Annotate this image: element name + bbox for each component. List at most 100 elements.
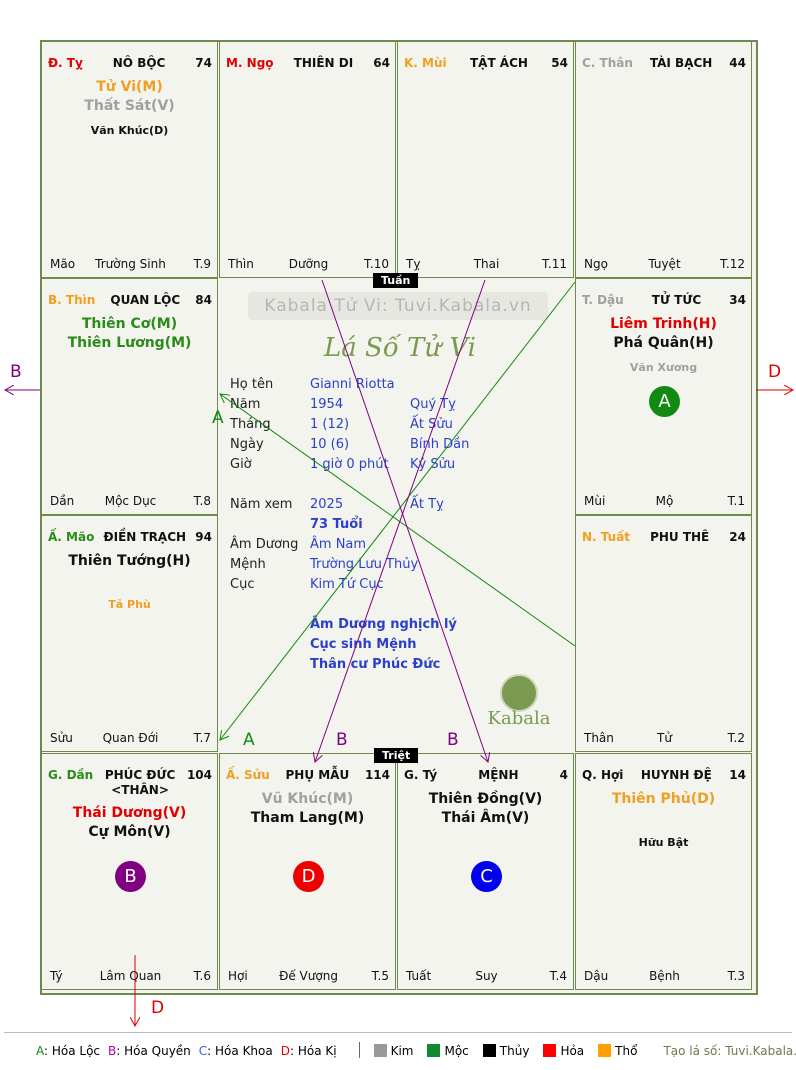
transform-badge: B xyxy=(115,861,146,892)
hoa-loc-arrow-2 xyxy=(220,394,576,647)
info-label: Mệnh xyxy=(230,557,266,572)
arrow-label-d-bottom: D xyxy=(151,998,165,1018)
transform-badge: A xyxy=(649,386,680,417)
info-value: 2025 xyxy=(310,497,344,512)
main-stars: Thiên Đồng(V)Thái Âm(V) xyxy=(398,790,573,828)
heavenly-stem: N. Tuất xyxy=(582,530,631,544)
footer-month: T.1 xyxy=(727,494,745,508)
footer-branch: Ngọ xyxy=(584,257,608,271)
palace-name: TÀI BẠCH xyxy=(649,56,713,70)
info-canchi: Quý Tỵ xyxy=(410,397,456,412)
footer-month: T.12 xyxy=(720,257,745,271)
arrow-label-b-left: B xyxy=(10,362,22,382)
footer-cycle: Thai xyxy=(473,257,500,271)
footer-branch: Tuất xyxy=(406,969,432,983)
heavenly-stem: T. Dậu xyxy=(582,293,624,307)
main-stars: Liêm Trinh(H)Phá Quân(H) xyxy=(576,315,751,353)
heavenly-stem: M. Ngọ xyxy=(226,56,274,70)
heavenly-stem: Đ. Tỵ xyxy=(48,56,83,70)
main-star: Thất Sát(V) xyxy=(84,98,175,114)
footer-month: T.5 xyxy=(371,969,389,983)
footer-cycle: Tuyệt xyxy=(648,257,681,271)
palace-name: MỆNH xyxy=(478,768,519,782)
element-swatch-icon xyxy=(543,1044,557,1057)
tuan-marker: Tuần xyxy=(373,273,419,288)
legend-key: A xyxy=(36,1044,44,1058)
palace-name: PHU THÊ xyxy=(650,530,710,544)
info-canchi: Bính Dần xyxy=(410,437,470,452)
info-value: Kim Tứ Cục xyxy=(310,577,384,592)
legend-text: : Hóa Kị xyxy=(289,1044,337,1058)
footer-cycle: Suy xyxy=(475,969,498,983)
main-stars: Tử Vi(M) Thất Sát(V) xyxy=(42,78,217,116)
info-value: Âm Nam xyxy=(310,537,367,552)
info-note: Thân cư Phúc Đức xyxy=(310,657,441,672)
legend-key: D xyxy=(280,1044,290,1058)
footer-month: T.3 xyxy=(727,969,745,983)
main-star: Tử Vi(M) xyxy=(96,79,163,95)
legend-text: : Hóa Quyền xyxy=(116,1044,191,1058)
palace-name: QUAN LỘC xyxy=(110,293,181,307)
heavenly-stem: G. Dần xyxy=(48,768,94,782)
info-label: Giờ xyxy=(230,457,252,472)
footer-cycle: Bệnh xyxy=(649,969,680,983)
info-label: Họ tên xyxy=(230,377,274,392)
palace-number: 4 xyxy=(559,768,568,782)
heavenly-stem: Ấ. Mão xyxy=(48,530,95,544)
main-star: Thiên Cơ(M) xyxy=(81,316,178,332)
main-stars: Thiên Cơ(M) Thiên Lương(M) xyxy=(42,315,217,353)
palace-name: TỬ TỨC xyxy=(651,293,702,307)
kabala-logo-text: Kabala xyxy=(487,708,551,729)
credit-link[interactable]: Tạo lá số: Tuvi.Kabala.vn xyxy=(663,1044,796,1058)
info-label: Năm xyxy=(230,397,261,412)
info-label: Âm Dương xyxy=(230,537,299,552)
palace-name: THIÊN DI xyxy=(293,56,354,70)
palace-number: 64 xyxy=(373,56,390,70)
footer-branch: Thân xyxy=(584,731,614,745)
minor-star: Văn Xương xyxy=(629,361,698,374)
heavenly-stem: K. Mùi xyxy=(404,56,447,70)
minor-stars: Văn Khúc(D) xyxy=(42,124,217,137)
footer-branch: Thìn xyxy=(228,257,254,271)
element-swatch-icon xyxy=(482,1044,496,1057)
legend-divider xyxy=(358,1042,360,1058)
main-stars: Thái Dương(V)Cự Môn(V) xyxy=(42,804,217,842)
info-note: Cục sinh Mệnh xyxy=(310,637,417,652)
heavenly-stem: B. Thìn xyxy=(48,293,96,307)
triet-marker: Triệt xyxy=(374,748,419,763)
legend-text: Thổ xyxy=(615,1044,638,1058)
divider xyxy=(4,1032,792,1033)
footer-branch: Sửu xyxy=(50,731,73,745)
main-star: Thiên Lương(M) xyxy=(67,335,192,351)
main-stars: Vũ Khúc(M)Tham Lang(M) xyxy=(220,790,395,828)
info-label: Năm xem xyxy=(230,497,293,512)
main-star: Thái Âm(V) xyxy=(441,810,530,826)
palace-number: 44 xyxy=(729,56,746,70)
legend-text: Mộc xyxy=(444,1044,469,1058)
